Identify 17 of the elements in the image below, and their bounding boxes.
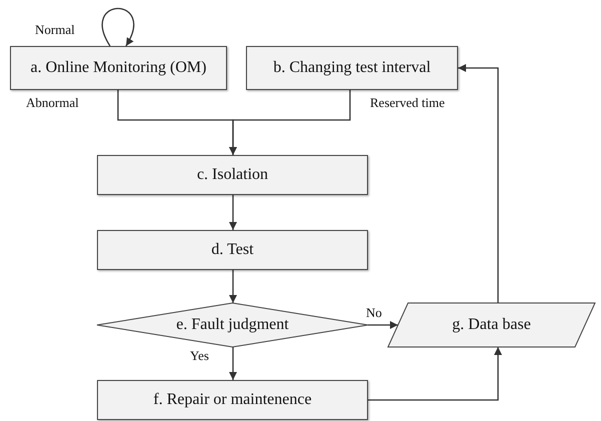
process-box: d. Test bbox=[97, 230, 368, 270]
arrow bbox=[229, 195, 237, 230]
process-box: b. Changing test interval bbox=[246, 46, 458, 90]
decision-diamond bbox=[97, 303, 368, 347]
process-box: a. Online Monitoring (OM) bbox=[10, 46, 227, 90]
arrow bbox=[229, 347, 237, 380]
node-text: g. Data base bbox=[452, 316, 531, 334]
arrow bbox=[229, 90, 351, 155]
arrow bbox=[458, 64, 499, 303]
arrow bbox=[229, 270, 237, 303]
arrow bbox=[368, 321, 398, 329]
arrow bbox=[102, 8, 134, 46]
process-box: c. Isolation bbox=[97, 155, 368, 195]
process-box: f. Repair or maintenence bbox=[97, 380, 368, 420]
node-text: e. Fault judgment bbox=[176, 316, 289, 334]
data-parallelogram bbox=[388, 303, 595, 347]
arrow bbox=[368, 347, 502, 401]
